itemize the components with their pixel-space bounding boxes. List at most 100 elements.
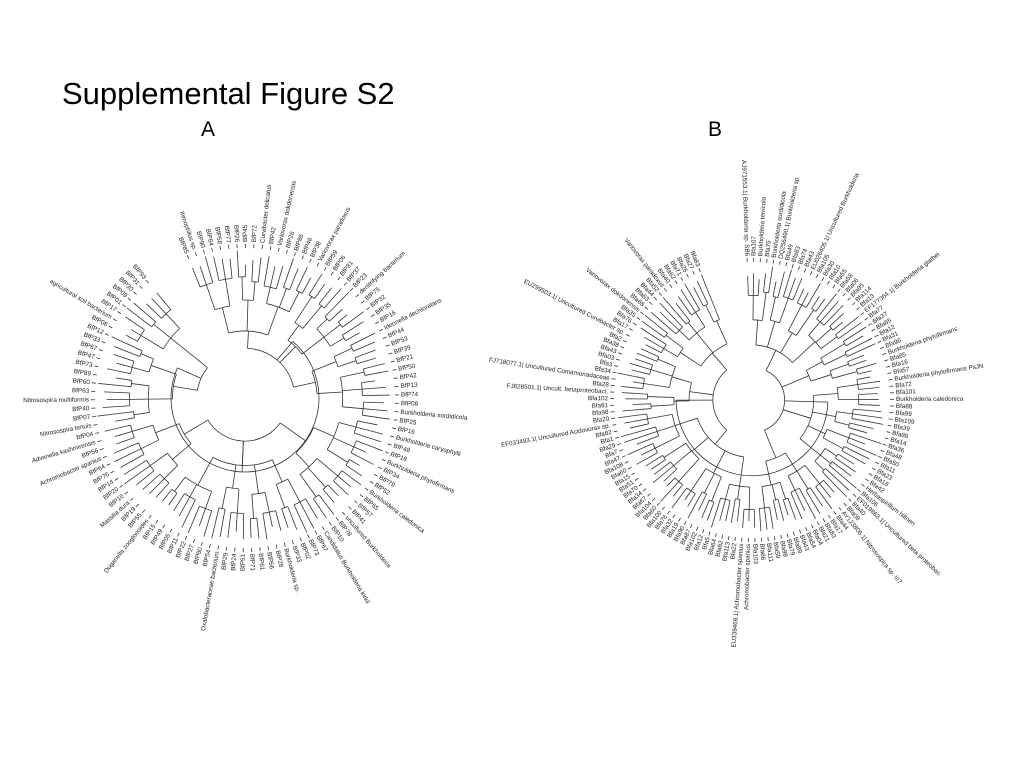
tree-branch	[624, 418, 648, 424]
tree-branch	[736, 499, 741, 522]
tree-branch	[805, 490, 821, 515]
tree-branch	[343, 282, 348, 286]
tree-branch	[835, 334, 839, 339]
tree-branch	[641, 320, 665, 338]
tree-branch	[711, 476, 722, 502]
tree-branch	[170, 341, 320, 473]
tree-branch	[291, 540, 294, 545]
tree-branch	[378, 466, 382, 470]
tree-branch	[669, 284, 673, 288]
tree-branch	[828, 465, 857, 489]
leaf-label: BfP51	[240, 553, 247, 571]
tree-branch	[333, 437, 355, 448]
tree-branch	[692, 270, 695, 275]
tree-branch	[139, 350, 143, 357]
tree-branch	[184, 493, 196, 501]
tree-branch	[221, 487, 227, 509]
tree-branch	[660, 481, 680, 503]
tree-branch	[241, 276, 243, 301]
tree-branch	[820, 301, 839, 323]
tree-branch	[858, 404, 880, 406]
tree-branch	[126, 307, 152, 328]
leaf-label: Bfa98	[778, 540, 788, 558]
tree-branch	[342, 388, 363, 392]
tree-branch	[111, 336, 143, 352]
tree-branch	[779, 482, 786, 500]
tree-branch	[636, 352, 658, 362]
tree-branch	[114, 431, 133, 437]
tree-branch	[678, 458, 700, 482]
tree-branch	[888, 378, 893, 381]
leaf-label: FJ718077.1| Uncultured Comamonadaceae	[488, 357, 610, 382]
tree-branch	[769, 507, 774, 529]
tree-branch	[837, 384, 858, 388]
tree-branch	[621, 426, 656, 438]
tree-branch	[267, 546, 270, 551]
tree-branch	[786, 533, 789, 538]
tree-branch	[104, 424, 131, 432]
tree-branch	[137, 329, 145, 342]
tree-branch	[834, 421, 850, 426]
tree-branch	[644, 306, 649, 310]
tree-branch	[663, 348, 678, 358]
leaf-label: BfP58	[213, 227, 223, 246]
tree-branch	[251, 259, 254, 282]
tree-branch	[686, 273, 689, 278]
tree-branch	[804, 465, 820, 484]
tree-branch	[836, 387, 839, 400]
tree-branch	[268, 512, 273, 528]
tree-branch	[706, 501, 715, 521]
tree-branch	[729, 483, 750, 488]
leaf-label: Bfa83	[791, 245, 803, 263]
tree-branch	[796, 288, 805, 304]
tree-branch	[141, 509, 146, 514]
leaf-label: Bfa39	[893, 423, 911, 433]
tree-branch	[764, 370, 785, 431]
tree-branch	[821, 277, 825, 282]
tree-branch	[650, 404, 675, 407]
tree-branch	[227, 512, 232, 538]
tree-branch	[670, 461, 678, 470]
tree-branch	[772, 259, 775, 264]
tree-branch	[269, 266, 276, 288]
tree-branch	[675, 326, 683, 335]
tree-branch	[662, 297, 687, 325]
tree-branch	[152, 425, 160, 441]
tree-branch	[388, 352, 393, 355]
tree-branch	[816, 521, 820, 526]
tree-branch	[181, 499, 196, 528]
tree-branch	[321, 526, 325, 531]
leaf-label: Bfa75	[764, 240, 773, 258]
tree-branch	[117, 311, 122, 315]
tree-branch	[816, 293, 837, 320]
tree-branch	[748, 487, 751, 510]
tree-branch	[316, 458, 339, 477]
tree-branch	[861, 483, 865, 487]
tree-branch	[771, 484, 777, 500]
tree-branch	[342, 321, 364, 336]
tree-branch	[877, 340, 882, 344]
tree-branch	[678, 330, 690, 341]
tree-branch	[253, 281, 256, 301]
tree-branch	[355, 293, 360, 298]
tree-branch	[333, 470, 343, 482]
tree-branch	[275, 544, 278, 549]
leaf-label: Bfa28	[592, 380, 610, 389]
tree-branch	[820, 343, 845, 359]
tree-branch	[643, 383, 670, 388]
tree-branch	[155, 423, 180, 434]
tree-branch	[342, 511, 346, 516]
tree-branch	[695, 526, 699, 531]
leaf-label: Bfa98	[592, 409, 609, 417]
tree-branch	[848, 427, 867, 434]
tree-branch	[849, 422, 874, 429]
leaf-label: BfP90	[195, 230, 207, 249]
leaf-label: BfP40	[72, 405, 90, 413]
tree-branch	[257, 257, 262, 283]
tree-branch	[140, 335, 164, 350]
tree-branch	[337, 276, 341, 281]
tree-branch	[114, 442, 139, 454]
tree-branch	[287, 506, 298, 530]
tree-branch	[612, 371, 617, 374]
